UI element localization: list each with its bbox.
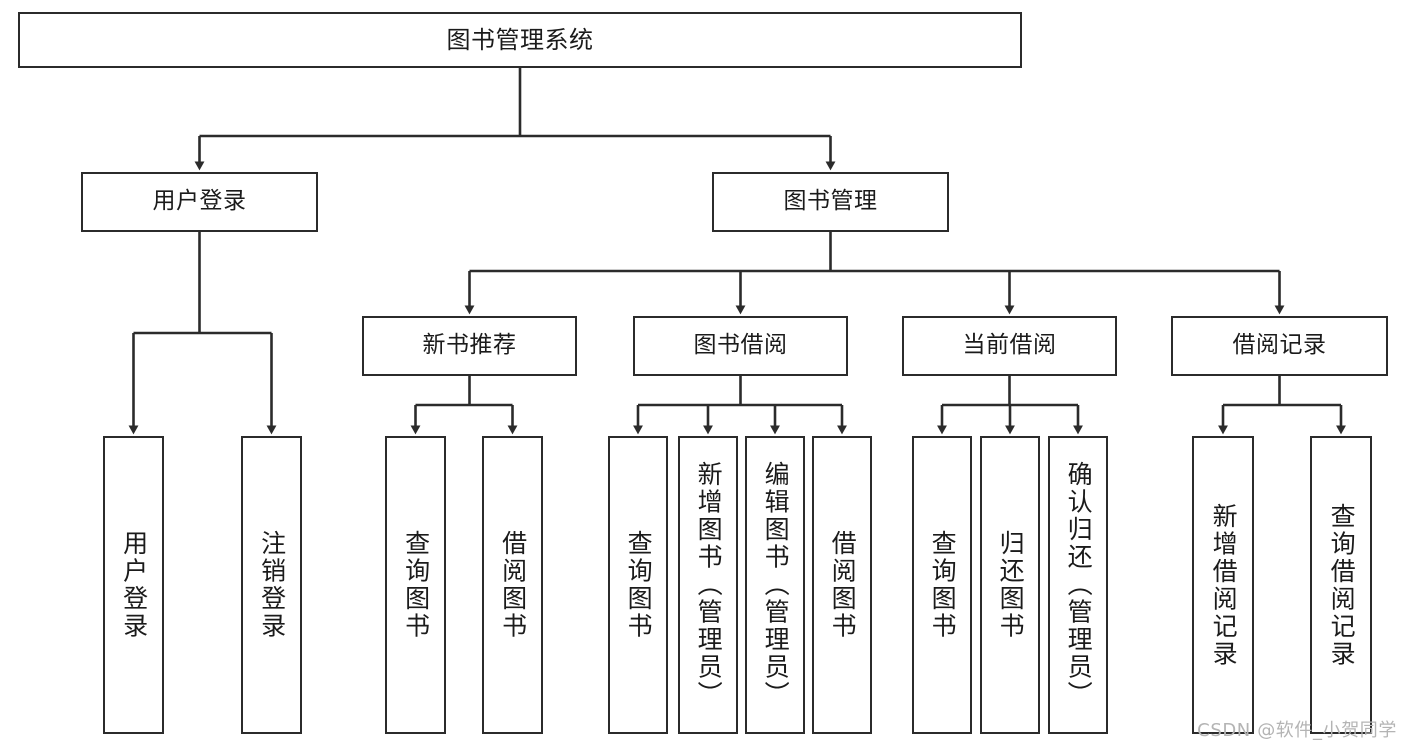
node-user-login[interactable]: 用户登录 (81, 172, 318, 232)
node-label: 用户登录 (119, 530, 149, 640)
node-leaf-add-record[interactable]: 新增借阅记录 (1192, 436, 1254, 734)
node-leaf-query-book-1[interactable]: 查询图书 (385, 436, 446, 734)
node-label: 用户登录 (152, 188, 247, 215)
node-label: 查询图书 (928, 530, 958, 640)
node-label: 归还图书 (996, 530, 1026, 640)
node-book-manage[interactable]: 图书管理 (712, 172, 949, 232)
node-book-borrow[interactable]: 图书借阅 (633, 316, 848, 376)
node-label: 当前借阅 (962, 332, 1057, 359)
node-label: 编辑图书（管理员） (761, 461, 791, 709)
node-leaf-query-record[interactable]: 查询借阅记录 (1310, 436, 1372, 734)
csdn-watermark: CSDN @软件_小贺同学 (1197, 720, 1397, 741)
node-label: 借阅图书 (828, 530, 858, 640)
node-label: 注销登录 (257, 530, 287, 640)
node-leaf-user-login[interactable]: 用户登录 (103, 436, 164, 734)
node-label: 图书管理系统 (446, 25, 594, 54)
node-label: 查询图书 (624, 530, 654, 640)
node-leaf-query-book-3[interactable]: 查询图书 (912, 436, 972, 734)
node-label: 确认归还（管理员） (1064, 461, 1094, 709)
node-leaf-borrow-book-1[interactable]: 借阅图书 (482, 436, 543, 734)
node-label: 新书推荐 (422, 332, 517, 359)
node-leaf-query-book-2[interactable]: 查询图书 (608, 436, 668, 734)
node-leaf-edit-book[interactable]: 编辑图书（管理员） (745, 436, 805, 734)
node-leaf-logout[interactable]: 注销登录 (241, 436, 302, 734)
node-label: 新增借阅记录 (1209, 502, 1239, 668)
node-leaf-return-book[interactable]: 归还图书 (980, 436, 1040, 734)
node-label: 查询图书 (401, 530, 431, 640)
node-leaf-confirm-ret[interactable]: 确认归还（管理员） (1048, 436, 1108, 734)
node-leaf-add-book[interactable]: 新增图书（管理员） (678, 436, 738, 734)
node-label: 查询借阅记录 (1327, 502, 1357, 668)
node-leaf-borrow-book-2[interactable]: 借阅图书 (812, 436, 872, 734)
node-current-borrow[interactable]: 当前借阅 (902, 316, 1117, 376)
node-label: 图书管理 (783, 188, 878, 215)
node-label: 新增图书（管理员） (694, 461, 724, 709)
node-new-book-rec[interactable]: 新书推荐 (362, 316, 577, 376)
node-label: 图书借阅 (693, 332, 788, 359)
node-borrow-record[interactable]: 借阅记录 (1171, 316, 1388, 376)
node-root[interactable]: 图书管理系统 (18, 12, 1022, 68)
node-label: 借阅记录 (1232, 332, 1327, 359)
node-label: 借阅图书 (498, 530, 528, 640)
